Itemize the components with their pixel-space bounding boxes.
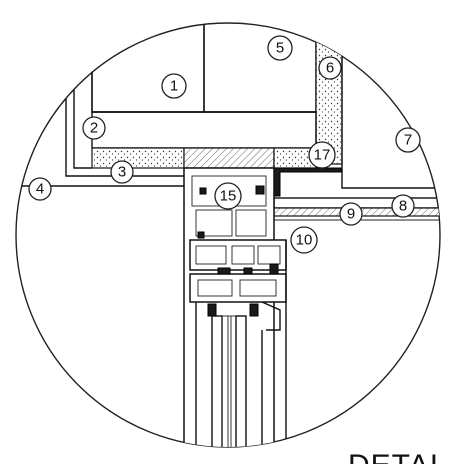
gasket-3	[197, 231, 205, 239]
callout-15-label: 15	[220, 188, 237, 205]
callout-4-label: 4	[36, 181, 44, 198]
callout-3-label: 3	[118, 164, 126, 181]
glazing-bead	[261, 301, 281, 331]
gasket-6	[269, 263, 279, 275]
sash-chamber-c	[257, 245, 281, 265]
render-outline-outer	[65, 80, 184, 177]
inner-wall-line	[341, 23, 440, 189]
sash-chamber-a	[195, 245, 227, 265]
frame-chamber-3	[235, 209, 267, 237]
callout-7-label: 7	[404, 132, 412, 149]
callout-10-label: 10	[296, 232, 313, 249]
callout-4: 4	[28, 177, 52, 201]
frame-chamber-2	[195, 209, 233, 237]
callout-2: 2	[82, 116, 106, 140]
gasket-4	[217, 267, 231, 275]
callout-1: 1	[161, 73, 187, 99]
callout-17: 17	[308, 141, 336, 169]
render-outline-inner	[73, 84, 92, 169]
callout-6-label: 6	[326, 60, 334, 77]
frame-outer	[183, 167, 275, 447]
title-backdrop	[340, 440, 460, 464]
callout-9: 9	[339, 202, 363, 226]
gasket-2	[255, 185, 265, 195]
gasket-5	[243, 267, 253, 275]
gasket-1	[199, 187, 207, 195]
sash-chamber-b	[231, 245, 255, 265]
callout-17-label: 17	[314, 147, 331, 164]
glass-pane-mid	[235, 315, 247, 447]
inner-board-layer	[273, 207, 440, 217]
callout-2-label: 2	[90, 120, 98, 137]
callout-6: 6	[318, 56, 342, 80]
insulation-column	[315, 23, 343, 165]
gasket-7	[207, 303, 217, 317]
sash-lower-chamber-b	[239, 279, 277, 297]
callout-8: 8	[391, 194, 415, 218]
detail-title: DETAI	[348, 449, 439, 464]
mortar-bed	[91, 147, 185, 169]
callout-5: 5	[267, 35, 293, 61]
callout-10: 10	[290, 226, 318, 254]
callout-5-label: 5	[276, 40, 284, 57]
sash-lower-chamber-a	[197, 279, 233, 297]
callout-8-label: 8	[399, 198, 407, 215]
concrete-bed	[183, 147, 275, 169]
sash-lower-profile	[189, 273, 287, 303]
callout-9-label: 9	[347, 206, 355, 223]
gasket-8	[249, 303, 259, 317]
callout-15: 15	[214, 182, 242, 210]
callout-3: 3	[110, 160, 134, 184]
callout-1-label: 1	[170, 78, 178, 95]
callout-7: 7	[395, 127, 421, 153]
